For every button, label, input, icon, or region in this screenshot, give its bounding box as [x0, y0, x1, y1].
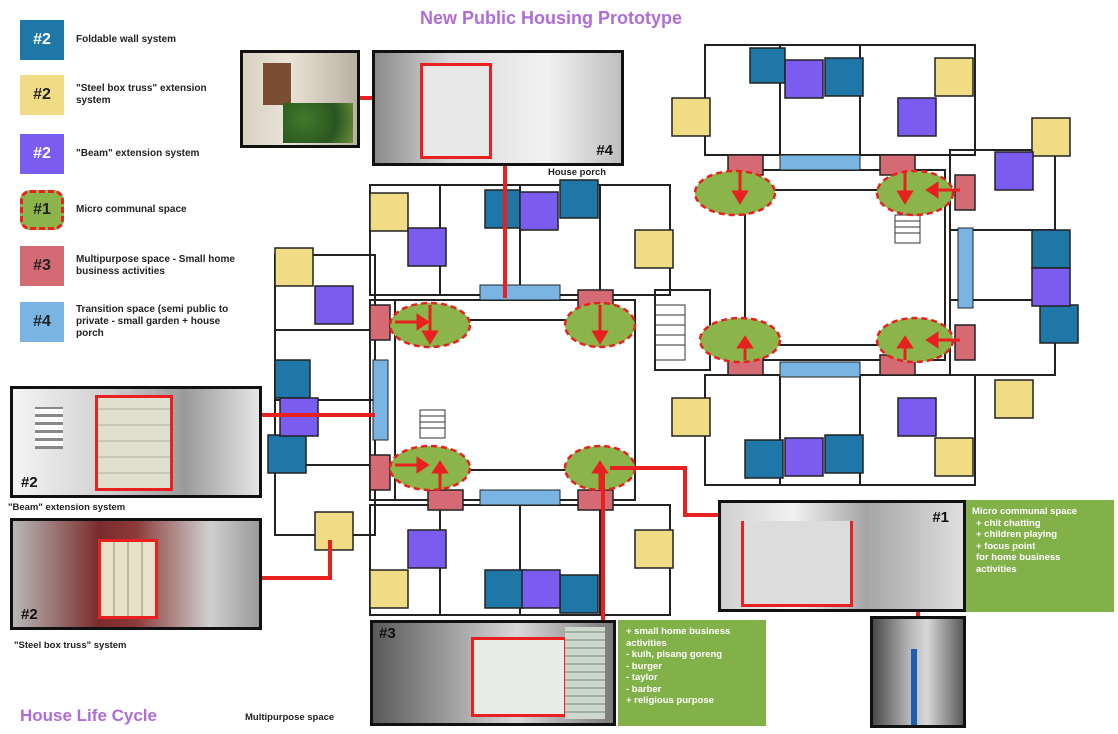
- legend-swatch: #3: [20, 246, 64, 286]
- business-note: + small home business activities - kuih,…: [618, 620, 766, 726]
- facade-shape: [565, 627, 605, 719]
- highlight-box: [95, 395, 173, 491]
- legend-item-multipurpose: #3 Multipurpose space - Small home busin…: [20, 246, 241, 286]
- door-shape: [263, 63, 291, 105]
- multipurpose-photo: #3: [370, 620, 616, 726]
- porch-caption: House porch: [548, 167, 607, 178]
- legend-label: Foldable wall system: [76, 34, 177, 45]
- legend-item-transition-space: #4 Transition space (semi public to priv…: [20, 302, 241, 342]
- communal-note: Micro communal space + chit chatting + c…: [966, 500, 1114, 612]
- corridor-line: [911, 649, 917, 725]
- steel-box-truss-units: [274, 57, 1071, 609]
- legend-label: Micro communal space: [76, 204, 187, 215]
- highlight-box: [471, 637, 567, 717]
- note-line: + small home business: [626, 626, 731, 637]
- highlight-box: [420, 63, 492, 159]
- highlight-box: [741, 521, 853, 607]
- note-line: + children playing: [976, 529, 1058, 540]
- window-shape: [35, 407, 63, 449]
- legend-item-micro-communal: #1 Micro communal space: [20, 190, 241, 230]
- beam-extension-units: [279, 59, 1071, 609]
- transition-strips: [372, 154, 974, 506]
- legend-swatch: #4: [20, 302, 64, 342]
- note-line: - barber: [626, 683, 662, 695]
- page-title: New Public Housing Prototype: [420, 8, 683, 28]
- note-line: activities: [976, 563, 1017, 575]
- legend-swatch: #2: [20, 134, 64, 174]
- micro-communal-spaces: [388, 169, 955, 492]
- legend-label: "Beam" extension system: [76, 148, 200, 159]
- note-line: activities: [626, 637, 667, 649]
- note-line: + religious purpose: [626, 695, 714, 706]
- legend-label: "Steel box truss" extension system: [76, 83, 207, 106]
- communal-arrows: [395, 170, 960, 490]
- porch-photo: #4: [372, 50, 624, 166]
- beam-caption: "Beam" extension system: [8, 502, 126, 513]
- right-cluster-walls: [654, 44, 1056, 486]
- steel-photo: #2: [10, 518, 262, 630]
- plants-shape: [283, 103, 353, 143]
- note-line: Micro communal space: [972, 506, 1078, 517]
- legend-label: Transition space (semi public to private…: [76, 304, 229, 339]
- photo-tag: #1: [932, 509, 949, 526]
- note-line: - taylor: [626, 672, 658, 683]
- legend-label: Multipurpose space - Small home business…: [76, 254, 235, 277]
- photo-tag: #4: [596, 142, 613, 159]
- communal-photo: #1: [718, 500, 966, 612]
- legend-item-foldable-wall: #2 Foldable wall system: [20, 20, 241, 60]
- photo-tag: #2: [21, 474, 38, 491]
- note-line: + chit chatting: [976, 517, 1041, 529]
- corridor-photo: [870, 616, 966, 728]
- note-line: - burger: [626, 660, 662, 672]
- note-line: for home business: [976, 552, 1061, 563]
- beam-photo: #2: [10, 386, 262, 498]
- legend-item-beam-extension: #2 "Beam" extension system: [20, 134, 241, 174]
- legend-swatch: #2: [20, 75, 64, 115]
- stairs: [419, 214, 921, 439]
- photo-tag: #3: [379, 625, 396, 642]
- multipurpose-caption: Multipurpose space: [245, 712, 335, 723]
- porch-photo-before: [240, 50, 360, 148]
- legend-item-steel-box-truss: #2 "Steel box truss" extension system: [20, 75, 241, 115]
- photo-tag: #2: [21, 606, 38, 623]
- footer-title: House Life Cycle: [20, 706, 157, 725]
- highlight-box: [98, 539, 158, 619]
- legend-swatch: #2: [20, 20, 64, 60]
- note-line: + focus point: [976, 540, 1036, 552]
- legend-swatch: #1: [20, 190, 64, 230]
- steel-caption: "Steel box truss" system: [14, 640, 127, 651]
- note-line: - kuih, pisang goreng: [626, 649, 723, 660]
